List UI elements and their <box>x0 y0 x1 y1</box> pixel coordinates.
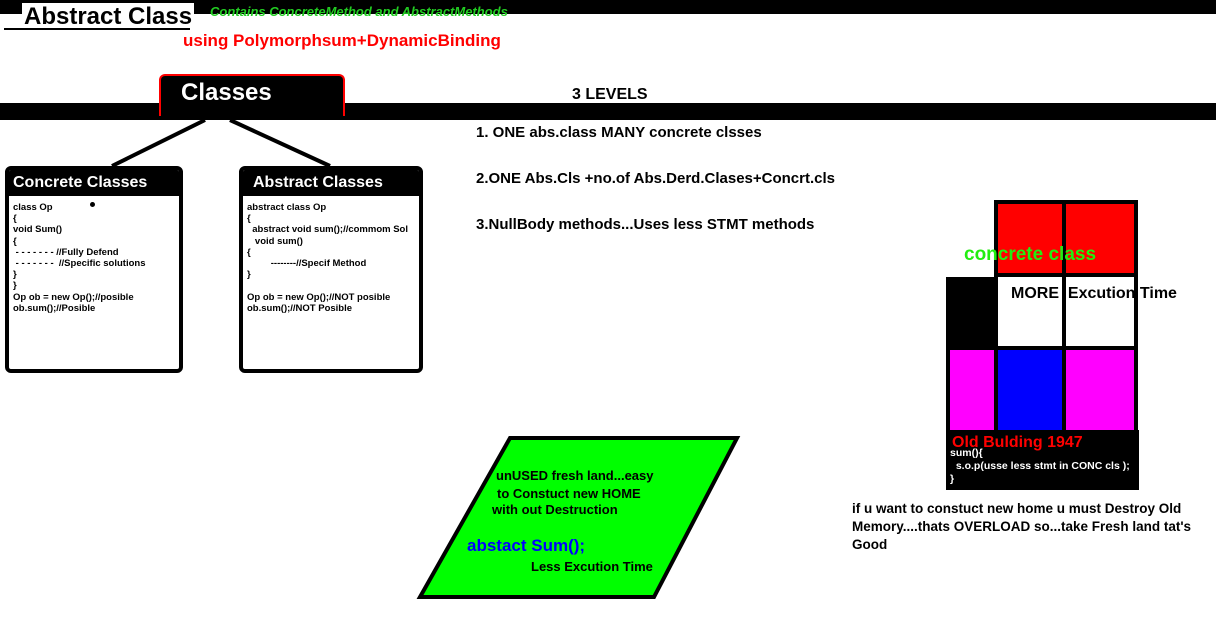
connector-right <box>229 118 331 168</box>
connector-left <box>111 118 206 168</box>
building-note: if u want to constuct new home u must De… <box>852 501 1192 552</box>
concrete-classes-box: Concrete Classes class Op{void Sum(){ - … <box>5 166 183 373</box>
abstract-code-line: { <box>247 213 251 225</box>
concrete-code-line: class Op <box>13 202 53 213</box>
building-cell-red-2 <box>1062 200 1138 277</box>
concrete-code-line: Op ob = new Op();//posible <box>13 291 134 303</box>
concrete-code-line: void Sum() <box>13 224 63 236</box>
title-underline <box>4 28 190 30</box>
land-text-3: with out Destruction <box>492 502 618 517</box>
concrete-code-line: { <box>13 235 17 247</box>
level-item-3: 3.NullBody methods...Uses less STMT meth… <box>476 216 815 233</box>
abstract-classes-box: Abstract Classes abstract class Op{ abst… <box>239 166 423 373</box>
old-building-label: Old Bulding 1947 <box>952 434 1083 451</box>
concrete-code-line: } <box>13 280 17 292</box>
abstract-code-block: abstract class Op{ abstract void sum();/… <box>243 196 419 314</box>
building-code-block: sum(){ s.o.p(usse less stmt in CONC cls … <box>950 447 1130 486</box>
abstract-code-line: abstract void sum();//commom Sol <box>247 224 408 236</box>
less-execution-time-label: Less Excution Time <box>531 559 653 574</box>
building-cell-blue <box>994 346 1066 434</box>
abstract-code-line <box>247 280 415 291</box>
abstract-code-line: { <box>247 246 251 258</box>
concrete-classes-title: Concrete Classes <box>9 170 179 196</box>
building-code-line: s.o.p(usse less stmt in CONC cls ); <box>950 460 1130 472</box>
concrete-code-line: ob.sum();//Posible <box>13 302 96 314</box>
concrete-code-line: { <box>13 213 17 225</box>
abstract-code-line: ob.sum();//NOT Posible <box>247 302 353 314</box>
building <box>946 200 1139 490</box>
page-title: Abstract Class <box>22 3 195 31</box>
subtitle-red: using Polymorphsum+DynamicBinding <box>183 31 501 50</box>
concrete-code-line: - - - - - - - //Specific solutions <box>13 258 146 270</box>
land-text-2: to Constuct new HOME <box>497 486 641 501</box>
abstract-code-line: Op ob = new Op();//NOT posible <box>247 291 391 303</box>
abstract-code-line: void sum() <box>247 235 303 247</box>
building-cell-magenta-1 <box>946 346 998 434</box>
level-item-2: 2.ONE Abs.Cls +no.of Abs.Derd.Clases+Con… <box>476 170 835 187</box>
building-cell-magenta-2 <box>1062 346 1138 434</box>
building-code-line: } <box>950 473 955 485</box>
abstract-classes-title: Abstract Classes <box>243 170 419 196</box>
abstract-code-line: } <box>247 269 251 281</box>
building-cell-black <box>946 277 998 350</box>
bullet-dot <box>90 202 95 207</box>
concrete-code-line: - - - - - - - //Fully Defend <box>13 246 119 258</box>
concrete-code-line: } <box>13 269 17 281</box>
land-text-1: unUSED fresh land...easy <box>496 468 654 483</box>
abstract-code-line: --------//Specif Method <box>247 258 367 270</box>
more-execution-time-label: MORE Excution Time <box>1011 285 1177 302</box>
abstract-sum-label: abstact Sum(); <box>467 536 586 555</box>
levels-title: 3 LEVELS <box>572 86 648 103</box>
abstract-code-line: abstract class Op <box>247 202 327 213</box>
concrete-class-label: concrete class <box>964 244 1097 265</box>
classes-tab-label: Classes <box>181 79 272 106</box>
subtitle-green: Contains ConcreteMethod and AbstractMeth… <box>210 4 508 19</box>
concrete-code-block: class Op{void Sum(){ - - - - - - - //Ful… <box>9 196 179 314</box>
building-base <box>946 430 1139 490</box>
classes-tab: Classes <box>159 74 345 116</box>
top-strip <box>0 0 1216 14</box>
building-code-line: sum(){ <box>950 447 983 459</box>
building-cell-white-2 <box>1062 273 1138 350</box>
level-item-1: 1. ONE abs.class MANY concrete clsses <box>476 124 762 141</box>
